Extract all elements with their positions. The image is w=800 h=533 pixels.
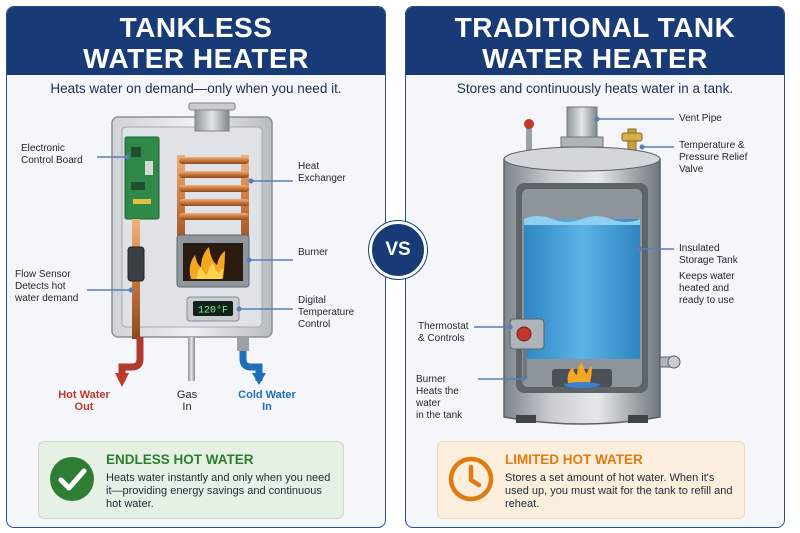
exhaust-vent: [194, 106, 230, 132]
hot-water-pipe: [118, 337, 144, 381]
flow-sensor: [127, 246, 145, 282]
clock-icon: [448, 456, 494, 502]
tankless-heater-illustration: 120°F: [87, 102, 293, 387]
tankless-title-line1: TANKLESS: [119, 12, 273, 43]
benefit-title: ENDLESS HOT WATER: [106, 452, 254, 467]
tankless-subtitle: Heats water on demand—only when you need…: [50, 81, 342, 96]
tankless-title-line2: WATER HEATER: [83, 43, 309, 74]
gas-pipe: [188, 337, 195, 381]
limit-body: Stores a set amount of hot water. When i…: [505, 472, 733, 510]
cold-water-arrow: [252, 373, 266, 385]
digital-display: [193, 301, 233, 316]
tank-header: TRADITIONAL TANK WATER HEATER: [406, 7, 784, 75]
limit-title: LIMITED HOT WATER: [505, 452, 643, 467]
hot-water-arrow: [115, 373, 129, 387]
relief-valve: [621, 132, 643, 142]
tankless-panel: TANKLESS WATER HEATER Heats water on dem…: [6, 6, 386, 528]
benefit-box: ENDLESS HOT WATER Heats water instantly …: [38, 441, 344, 519]
limit-box: LIMITED HOT WATER Stores a set amount of…: [437, 441, 745, 519]
vs-badge: VS: [369, 221, 427, 279]
tank-title-line2: WATER HEATER: [482, 43, 708, 74]
tank-panel: TRADITIONAL TANK WATER HEATER Stores and…: [405, 6, 785, 528]
control-board: [124, 136, 160, 220]
benefit-body: Heats water instantly and only when you …: [106, 472, 331, 510]
tank-subtitle: Stores and continuously heats water in a…: [456, 81, 734, 96]
heat-exchanger-coil: [179, 157, 249, 164]
tank-burner-flame: [567, 362, 592, 383]
label-burner: Burner: [298, 247, 329, 258]
tank-heater-illustration: [474, 106, 681, 425]
tankless-header: TANKLESS WATER HEATER: [7, 7, 385, 75]
tank-title-line1: TRADITIONAL TANK: [454, 12, 736, 43]
cold-water-pipe: [239, 337, 263, 381]
checkmark-icon: [50, 457, 94, 501]
label-vent-pipe: Vent Pipe: [679, 113, 722, 124]
display-readout: 120°F: [198, 305, 228, 317]
label-thermostat: Thermostat& Controls: [418, 321, 469, 344]
